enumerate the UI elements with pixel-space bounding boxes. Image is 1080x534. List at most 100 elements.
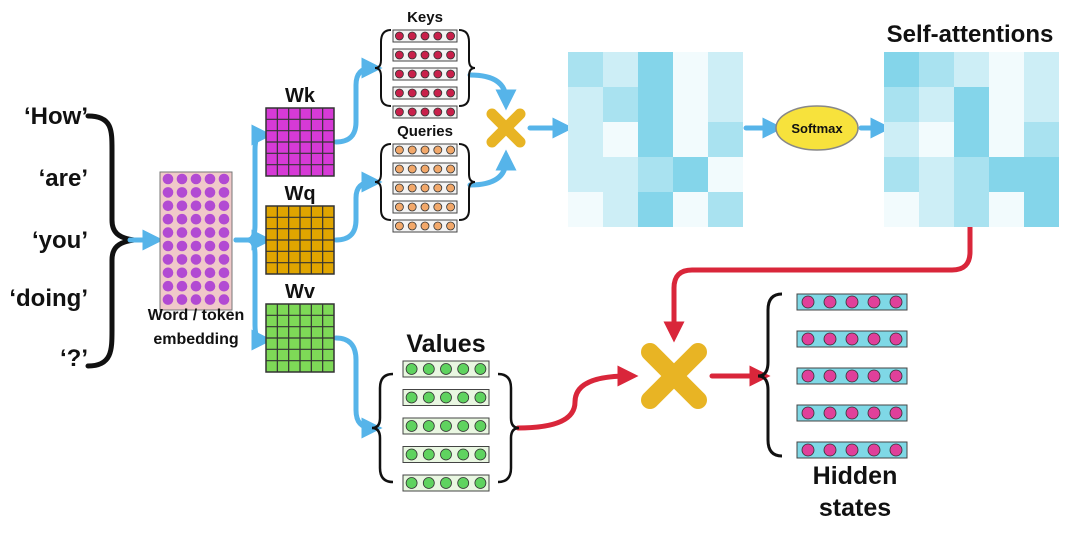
hidden-state-vector-dot xyxy=(889,332,903,346)
embedding-dot xyxy=(190,280,202,292)
softmax-node xyxy=(775,105,859,151)
attention-scores-cell xyxy=(708,192,743,227)
self-attention-matrix-cell xyxy=(884,87,919,122)
keys-vector-dot xyxy=(433,88,443,98)
queries-label: Queries xyxy=(397,123,453,140)
attention-scores-cell xyxy=(708,52,743,87)
arrow-wq-to-queries xyxy=(333,171,383,243)
hidden-state-vector-dot xyxy=(845,369,859,383)
keys-vector-dot xyxy=(433,31,443,41)
embedding-dot xyxy=(218,227,230,238)
keys-vector-dot xyxy=(433,107,443,117)
keys-vector-dot xyxy=(433,69,443,79)
embedding-label-line1: Word / token xyxy=(148,307,245,324)
arrow-embedding-to-wv xyxy=(233,237,273,351)
embedding-dot xyxy=(176,294,188,305)
values-vector-dot xyxy=(440,477,452,489)
attention-scores-cell xyxy=(638,122,673,157)
queries-vector-dot xyxy=(433,183,443,193)
embedding-dot xyxy=(218,294,230,305)
hidden-state-vector-dot xyxy=(801,295,815,309)
values-vector-dot xyxy=(440,363,452,375)
values-vector-dot xyxy=(457,363,470,375)
embedding-dot xyxy=(162,254,174,265)
values-vector-dot xyxy=(457,477,470,489)
embedding-dot xyxy=(176,187,188,198)
embedding-dot xyxy=(176,267,188,279)
hidden-state-vector-dot xyxy=(801,332,815,346)
hidden-state-vector-dot xyxy=(823,406,837,420)
attention-scores-cell xyxy=(568,157,603,192)
hidden-state-vector-dot xyxy=(823,443,837,457)
keys-vector-dot xyxy=(446,31,456,41)
embedding-dot xyxy=(190,267,202,279)
hidden-left-brace xyxy=(757,292,783,458)
wq-label: Wq xyxy=(284,183,315,205)
values-label: Values xyxy=(406,330,485,358)
hidden-state-vector-dot xyxy=(801,443,815,457)
keys-vector-dot xyxy=(394,31,404,41)
embedding-dot xyxy=(218,200,230,212)
hidden-state-vector-dot xyxy=(845,332,859,346)
hidden-state-vector-dot xyxy=(867,369,881,383)
self-attention-matrix-cell xyxy=(954,87,989,122)
keys-right-brace xyxy=(458,29,476,107)
values-vector-dot xyxy=(440,420,452,432)
embedding-dot xyxy=(176,280,188,292)
attention-scores-cell xyxy=(673,192,708,227)
input-word-1: ‘are’ xyxy=(39,165,88,192)
queries-left-brace xyxy=(374,143,392,221)
values-vector-dot xyxy=(474,391,487,404)
self-attention-matrix-cell xyxy=(989,52,1024,87)
attention-scores-cell xyxy=(673,122,708,157)
embedding-dot xyxy=(162,187,174,198)
hidden-state-vector-dot xyxy=(889,295,903,309)
embedding-label-line2: embedding xyxy=(153,331,238,348)
embedding-dot xyxy=(162,240,174,252)
softmax-label: Softmax xyxy=(791,121,843,136)
keys-vector-dot xyxy=(407,69,417,79)
queries-vector-dot xyxy=(420,164,430,174)
input-word-2: ‘you’ xyxy=(32,227,88,254)
self-attention-matrix-cell xyxy=(1024,87,1059,122)
embedding-dot xyxy=(204,200,216,212)
attention-scores-cell xyxy=(708,157,743,192)
queries-vector-dot xyxy=(420,202,430,212)
embedding-dot xyxy=(218,173,230,185)
keys-vector-dot xyxy=(446,88,456,98)
keys-vector-dot xyxy=(420,107,430,117)
embedding-dot xyxy=(162,213,174,225)
queries-vector-dot xyxy=(433,202,443,212)
embedding-dot xyxy=(218,267,230,279)
self-attention-matrix-cell xyxy=(919,157,954,192)
self-attention-matrix-cell xyxy=(919,192,954,227)
input-word-3: ‘doing’ xyxy=(9,285,88,312)
queries-vector-dot xyxy=(433,145,443,155)
input-word-0: ‘How’ xyxy=(24,103,88,130)
queries-vector-dot xyxy=(446,164,456,174)
hidden-state-vector-dot xyxy=(867,295,881,309)
keys-left-brace xyxy=(374,29,392,107)
attention-scores-cell xyxy=(603,122,638,157)
embedding-dot xyxy=(204,227,216,238)
arrow-queries-to-cross xyxy=(467,149,517,188)
hidden-state-vector-dot xyxy=(889,369,903,383)
values-vector-dot xyxy=(405,391,418,404)
self-attention-matrix-cell xyxy=(1024,157,1059,192)
attention-scores-cell xyxy=(673,157,708,192)
arrow-wk-to-keys xyxy=(333,57,383,145)
embedding-dot xyxy=(190,200,202,212)
self-attention-matrix-cell xyxy=(1024,122,1059,157)
queries-vector-dot xyxy=(420,183,430,193)
hidden-state-vector-dot xyxy=(867,443,881,457)
self-attention-matrix-cell xyxy=(919,122,954,157)
input-word-4: ‘?’ xyxy=(60,345,88,372)
values-vector-dot xyxy=(422,391,435,404)
self-attention-matrix-cell xyxy=(989,192,1024,227)
attention-scores-cell xyxy=(603,87,638,122)
attention-scores-cell xyxy=(568,192,603,227)
queries-vector-dot xyxy=(433,221,443,231)
embedding-dot xyxy=(204,280,216,292)
attention-scores-cell xyxy=(603,52,638,87)
self-attention-matrix-cell xyxy=(989,87,1024,122)
